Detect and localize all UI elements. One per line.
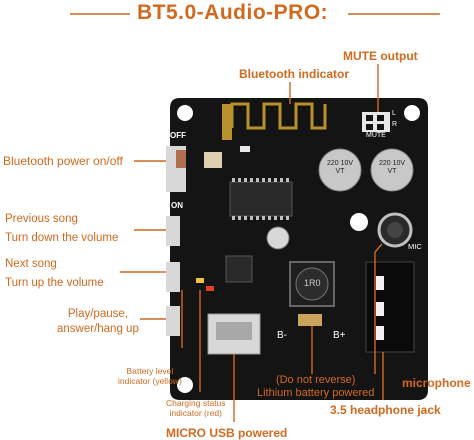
mute-board-label: MUTE — [366, 132, 386, 139]
play-pause-line-1: Play/pause, — [67, 308, 128, 320]
capacitor-1 — [318, 148, 362, 192]
small-capacitor — [266, 226, 290, 250]
mounting-hole — [404, 105, 420, 121]
b-minus-label: B- — [277, 330, 287, 341]
next-song-line-1: Next song — [5, 258, 57, 270]
antenna-pad — [222, 104, 232, 140]
charging-status-label: Charging status indicator (red) — [166, 398, 226, 418]
charging-status-line-2: indicator (red) — [169, 408, 222, 418]
play-button — [166, 306, 180, 336]
mounting-hole — [177, 377, 193, 393]
next-song-line-2: Turn up the volume — [5, 277, 104, 289]
previous-song-line-2: Turn down the volume — [5, 232, 119, 244]
capacitor-1-text: 220 10V VT — [326, 160, 354, 175]
bluetooth-power-label: Bluetooth power on/off — [3, 154, 123, 168]
headphone-jack — [365, 261, 415, 353]
lithium-battery-line-2: Lithium battery powered — [257, 387, 375, 399]
capacitor-2-text: 220 10V VT — [378, 160, 406, 175]
previous-song-line-1: Previous song — [5, 213, 78, 225]
crystal — [204, 152, 222, 168]
next-button — [166, 262, 180, 292]
prev-button — [166, 216, 180, 246]
next-song-label: Next song Turn up the volume — [5, 255, 104, 293]
antenna-trace — [230, 102, 327, 130]
inductor-text: 1R0 — [304, 278, 321, 288]
charging-led — [206, 286, 214, 291]
switch-off-label: OFF — [170, 131, 186, 140]
battery-level-line-2: indicator (yellow) — [118, 376, 182, 386]
battery-level-line-1: Battery level — [126, 366, 174, 376]
usb-chip — [225, 255, 253, 283]
diagram-title: BT5.0-Audio-PRO: — [137, 1, 329, 24]
play-pause-label: Play/pause, answer/hang up — [57, 307, 139, 337]
mounting-hole — [177, 105, 193, 121]
headphone-jack-label: 3.5 headphone jack — [330, 403, 441, 417]
micro-usb-label: MICRO USB powered — [166, 426, 288, 440]
mic-board-label: MIC — [408, 242, 422, 251]
play-pause-line-2: answer/hang up — [57, 323, 139, 335]
mute-r-label: R — [392, 121, 398, 128]
mounting-hole — [350, 213, 368, 231]
previous-song-label: Previous song Turn down the volume — [5, 210, 118, 248]
microphone-label: microphone — [402, 376, 471, 390]
bluetooth-led — [240, 146, 250, 152]
pcb-board — [170, 98, 428, 400]
leader-lines — [120, 64, 384, 422]
bt-chip — [229, 181, 293, 217]
lithium-battery-label: (Do not reverse) Lithium battery powered — [257, 374, 374, 400]
capacitor-2 — [370, 148, 414, 192]
mute-l-label: L — [392, 110, 396, 117]
battery-level-label: Battery level indicator (yellow) — [118, 366, 182, 386]
b-plus-label: B+ — [333, 330, 346, 341]
charging-status-line-1: Charging status — [166, 398, 226, 408]
mute-output-label: MUTE output — [343, 49, 418, 63]
lithium-battery-line-1: (Do not reverse) — [275, 374, 356, 386]
bluetooth-indicator-label: Bluetooth indicator — [239, 67, 349, 81]
switch-on-label: ON — [171, 201, 183, 210]
battery-terminals — [298, 314, 322, 326]
battery-led — [196, 278, 204, 283]
